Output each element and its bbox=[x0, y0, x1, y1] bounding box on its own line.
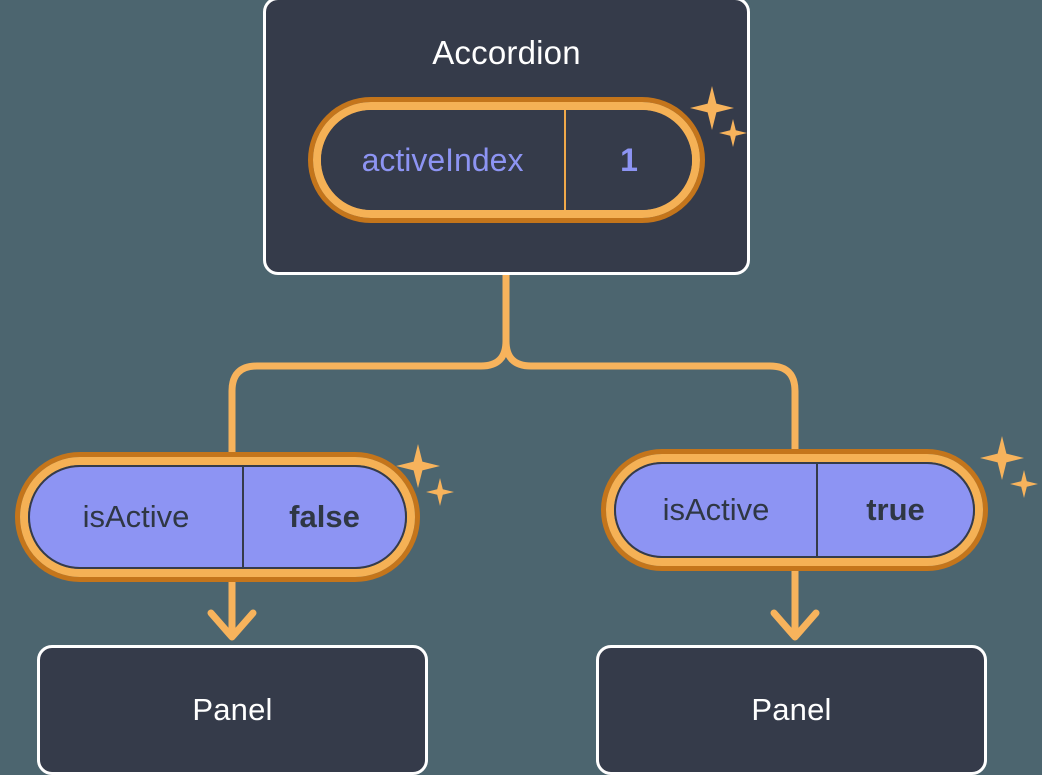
state-value-label: 1 bbox=[620, 141, 638, 178]
prop-key-label: isActive bbox=[30, 467, 244, 567]
sparkle-large-icon bbox=[980, 436, 1024, 480]
prop-key-label: isActive bbox=[616, 464, 818, 556]
pill-outer-ring: isActive false bbox=[15, 452, 420, 582]
prop-value-label: true bbox=[866, 492, 925, 527]
pill-highlight-ring: isActive false bbox=[20, 457, 415, 577]
connector-trunk-split bbox=[502, 271, 799, 456]
state-pill-active-index[interactable]: activeIndex 1 bbox=[308, 97, 705, 223]
panel-title: Panel bbox=[751, 692, 832, 727]
pill-highlight-ring: isActive true bbox=[606, 454, 983, 566]
connector-left-arrow-head bbox=[207, 609, 257, 641]
panel-title: Panel bbox=[192, 692, 273, 727]
pill-body: isActive true bbox=[614, 462, 975, 558]
prop-value-label: false bbox=[289, 499, 360, 534]
sparkle-small-icon bbox=[1010, 470, 1038, 498]
pill-body: activeIndex 1 bbox=[321, 110, 692, 210]
state-key-label: activeIndex bbox=[321, 110, 566, 210]
connector-trunk-split-left bbox=[228, 337, 510, 460]
pill-body: isActive false bbox=[28, 465, 407, 569]
prop-pill-is-active-right[interactable]: isActive true bbox=[601, 449, 988, 571]
node-panel-right[interactable]: Panel bbox=[596, 645, 987, 775]
node-panel-left[interactable]: Panel bbox=[37, 645, 428, 775]
pill-outer-ring: activeIndex 1 bbox=[308, 97, 705, 223]
prop-pill-is-active-left[interactable]: isActive false bbox=[15, 452, 420, 582]
accordion-title: Accordion bbox=[432, 34, 581, 71]
pill-highlight-ring: activeIndex 1 bbox=[313, 102, 700, 218]
sparkle-small-icon bbox=[426, 478, 454, 506]
connector-right-arrow-head bbox=[770, 609, 820, 641]
pill-outer-ring: isActive true bbox=[601, 449, 988, 571]
